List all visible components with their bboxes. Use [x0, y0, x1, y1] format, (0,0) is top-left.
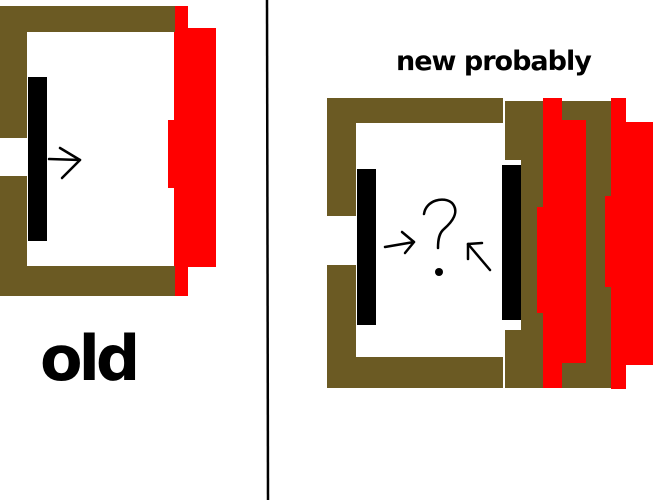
- new-red-block-1: [537, 98, 586, 388]
- divider-line: [265, 0, 270, 500]
- old-arrow: [47, 146, 82, 180]
- old-diagram: [0, 6, 216, 296]
- old-red-block: [168, 6, 216, 296]
- old-black-bar: [28, 77, 47, 241]
- new-arrow-left: [383, 230, 416, 255]
- new-wall-bracket: [327, 98, 503, 388]
- new-black-bar-right: [502, 165, 521, 320]
- question-mark-icon: [422, 198, 457, 276]
- old-caption: old: [40, 322, 140, 395]
- new-black-bar-left: [357, 169, 376, 325]
- old-wall-bracket: [0, 6, 175, 296]
- new-wall-right-2: [555, 101, 612, 388]
- new-arrow-right: [466, 241, 492, 272]
- new-diagram: [327, 98, 653, 389]
- new-caption: new probably: [396, 46, 592, 77]
- new-red-block-2: [605, 98, 653, 389]
- new-wall-right: [505, 101, 545, 388]
